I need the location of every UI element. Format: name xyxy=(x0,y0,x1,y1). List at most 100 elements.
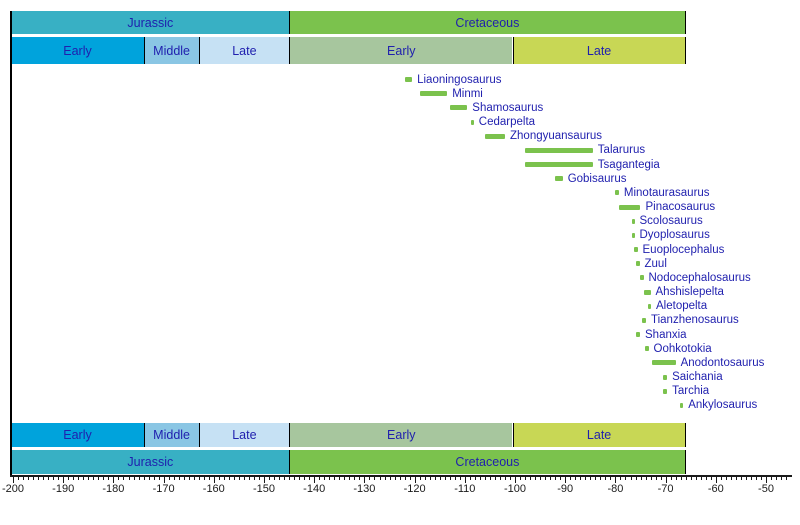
axis-tick-label: -160 xyxy=(202,483,225,495)
axis-baseline xyxy=(10,475,793,477)
minor-tick xyxy=(269,477,270,480)
taxon-range-bar xyxy=(471,119,474,125)
taxon-label[interactable]: Cedarpelta xyxy=(478,116,536,128)
taxon-range-bar xyxy=(404,77,413,82)
major-tick xyxy=(13,477,14,483)
minor-tick xyxy=(294,477,296,480)
minor-tick xyxy=(439,477,441,480)
epoch-label: Late xyxy=(586,43,612,58)
minor-tick xyxy=(680,477,682,480)
minor-tick xyxy=(399,477,401,480)
taxon-label[interactable]: Zuul xyxy=(644,257,667,270)
taxon-label[interactable]: Ankylosaurus xyxy=(688,399,758,412)
minor-tick xyxy=(720,477,722,480)
minor-tick xyxy=(108,477,110,480)
minor-tick xyxy=(424,477,426,480)
taxon-label[interactable]: Tarchia xyxy=(672,385,710,398)
axis-tick-label: -150 xyxy=(252,483,276,495)
axis-tick-label: -60 xyxy=(707,483,724,495)
minor-tick xyxy=(740,477,742,480)
minor-tick xyxy=(78,477,80,480)
taxon-range-bar xyxy=(419,91,448,97)
major-tick xyxy=(766,477,767,483)
minor-tick xyxy=(48,477,50,480)
taxon-label[interactable]: Gobisaurus xyxy=(567,172,627,185)
minor-tick xyxy=(123,477,125,480)
minor-tick xyxy=(143,477,145,480)
taxon-label[interactable]: Tsagantegia xyxy=(597,158,660,171)
epoch-segment: Early xyxy=(289,423,513,447)
major-tick xyxy=(615,477,617,483)
taxon-label[interactable]: Talarurus xyxy=(597,144,646,157)
minor-tick xyxy=(198,477,200,480)
minor-tick xyxy=(429,477,431,480)
major-tick xyxy=(63,477,65,483)
taxon-label[interactable]: Liaoningosaurus xyxy=(417,73,502,86)
major-tick xyxy=(515,477,516,483)
taxon-label[interactable]: Shanxia xyxy=(645,328,687,341)
axis-tick-label: -70 xyxy=(657,483,674,495)
axis-tick-label: -120 xyxy=(403,483,426,495)
epoch-label: Early xyxy=(63,428,92,442)
taxon-label[interactable]: Minmi xyxy=(452,87,483,100)
minor-tick xyxy=(510,477,511,480)
minor-tick xyxy=(725,477,727,480)
minor-tick xyxy=(254,477,255,480)
minor-tick xyxy=(700,477,702,480)
epoch-segment: Early xyxy=(10,423,144,447)
taxon-range-bar xyxy=(631,232,635,238)
period-label: Jurassic xyxy=(127,455,174,469)
period-label: Cretaceous xyxy=(455,15,520,30)
minor-tick xyxy=(675,477,677,480)
taxon-label[interactable]: Zhongyuansaurus xyxy=(510,130,603,143)
taxon-range-bar xyxy=(525,147,593,153)
minor-tick xyxy=(28,477,30,480)
minor-tick xyxy=(33,477,35,480)
minor-tick xyxy=(394,477,396,480)
axis-tick-label: -100 xyxy=(503,483,527,495)
minor-tick xyxy=(690,477,692,480)
minor-tick xyxy=(670,477,672,480)
taxon-range-bar xyxy=(555,176,563,182)
minor-tick xyxy=(650,477,652,480)
minor-tick xyxy=(98,477,100,480)
taxon-label[interactable]: Tianzhenosaurus xyxy=(651,314,739,327)
minor-tick xyxy=(218,477,220,480)
taxon-label[interactable]: Aletopelta xyxy=(656,300,708,313)
taxon-label[interactable]: Nodocephalosaurus xyxy=(648,271,751,284)
taxon-label[interactable]: Euoplocephalus xyxy=(642,243,725,256)
taxon-label[interactable]: Pinacosaurus xyxy=(645,201,716,213)
minor-tick xyxy=(228,477,230,480)
minor-tick xyxy=(233,477,235,480)
taxon-range-bar xyxy=(615,190,619,196)
taxon-label[interactable]: Minotaurasaurus xyxy=(623,186,710,199)
minor-tick xyxy=(299,477,301,480)
minor-tick xyxy=(23,477,24,480)
major-tick xyxy=(213,477,215,483)
taxon-label[interactable]: Oohkotokia xyxy=(653,342,712,355)
minor-tick xyxy=(259,477,260,480)
axis-tick-label: -50 xyxy=(758,483,774,495)
minor-tick xyxy=(645,477,647,480)
minor-tick xyxy=(324,477,326,480)
taxon-label[interactable]: Anodontosaurus xyxy=(680,356,765,369)
period-segment: Cretaceous xyxy=(289,11,686,34)
taxon-label[interactable]: Dyoplosaurus xyxy=(639,229,710,242)
taxon-label[interactable]: Shamosaurus xyxy=(472,101,544,114)
epoch-label: Middle xyxy=(153,428,190,442)
minor-tick xyxy=(630,477,632,480)
minor-tick xyxy=(600,477,602,480)
taxon-range-bar xyxy=(484,133,505,139)
minor-tick xyxy=(304,477,306,480)
taxon-label[interactable]: Saichania xyxy=(672,371,723,384)
taxon-label[interactable]: Scolosaurus xyxy=(639,215,703,228)
taxon-range-bar xyxy=(525,162,593,167)
minor-tick xyxy=(776,477,777,480)
taxon-range-bar xyxy=(643,289,651,295)
taxon-label[interactable]: Ahshislepelta xyxy=(655,286,724,299)
major-tick xyxy=(565,477,567,483)
period-segment: Cretaceous xyxy=(289,450,686,474)
minor-tick xyxy=(520,477,521,480)
minor-tick xyxy=(590,477,592,480)
minor-tick xyxy=(329,477,331,480)
